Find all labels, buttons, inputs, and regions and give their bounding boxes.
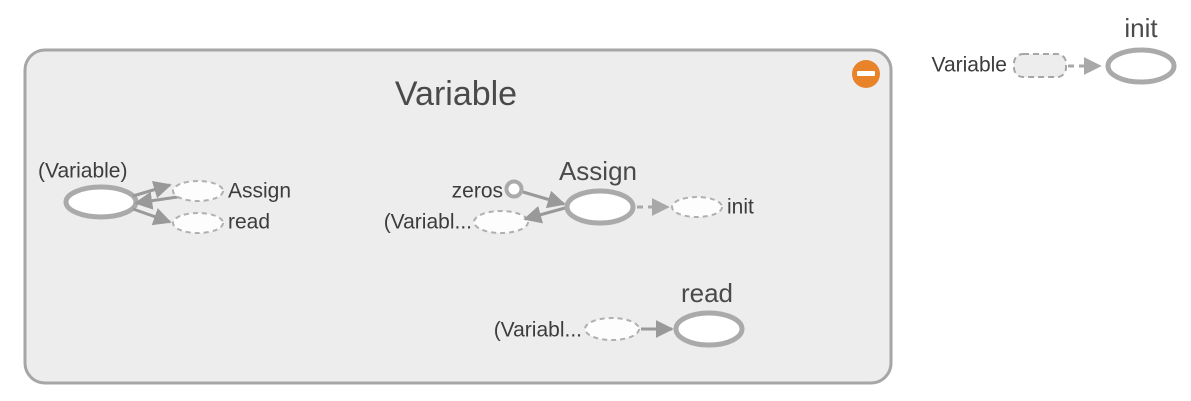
read-ref-in-label: read	[228, 211, 270, 234]
node-init-out[interactable]	[671, 196, 723, 218]
side-init-title: init	[1124, 13, 1158, 43]
minus-circle-icon[interactable]	[852, 60, 880, 88]
variabl-trunc-assign-label: (Variabl...	[384, 211, 472, 234]
node-side-variable-group[interactable]	[1013, 53, 1067, 78]
node-side-init[interactable]	[1105, 47, 1177, 85]
expanded-group-variable[interactable]: Variable	[23, 48, 893, 385]
edge-assign-to-variable-ref	[523, 206, 566, 224]
minus-circle-bar	[857, 71, 875, 76]
variable-paren-label: (Variable)	[38, 160, 127, 183]
node-read[interactable]	[673, 310, 745, 348]
node-variable-ref-assign[interactable]	[473, 210, 529, 234]
assign-ref-in-label: Assign	[228, 180, 291, 203]
node-variable-op[interactable]	[63, 184, 139, 220]
side-variable-label: Variable	[932, 54, 1008, 77]
cluster-variable-op[interactable]: (Variable) Assign read	[38, 160, 291, 234]
read-main-title: read	[681, 278, 733, 308]
variabl-trunc-read-label: (Variabl...	[494, 319, 582, 342]
cluster-assign[interactable]: Assign zeros (Variabl... init	[384, 156, 754, 234]
node-variable-ref-read[interactable]	[584, 317, 640, 341]
assign-main-title: Assign	[559, 156, 637, 186]
edge-variable-to-read	[132, 207, 172, 226]
node-assign[interactable]	[564, 188, 636, 226]
side-panel-group[interactable]: Variable init	[932, 13, 1177, 85]
init-out-label: init	[727, 196, 754, 219]
node-assign-ref-in[interactable]	[172, 180, 224, 202]
group-container-rect[interactable]	[23, 48, 893, 385]
zeros-label: zeros	[452, 180, 503, 203]
node-read-ref-in[interactable]	[172, 212, 224, 234]
node-zeros[interactable]	[504, 179, 524, 199]
group-title: Variable	[395, 75, 517, 113]
cluster-read[interactable]: read (Variabl...	[494, 278, 745, 348]
edge-zeros-to-assign	[522, 190, 566, 209]
